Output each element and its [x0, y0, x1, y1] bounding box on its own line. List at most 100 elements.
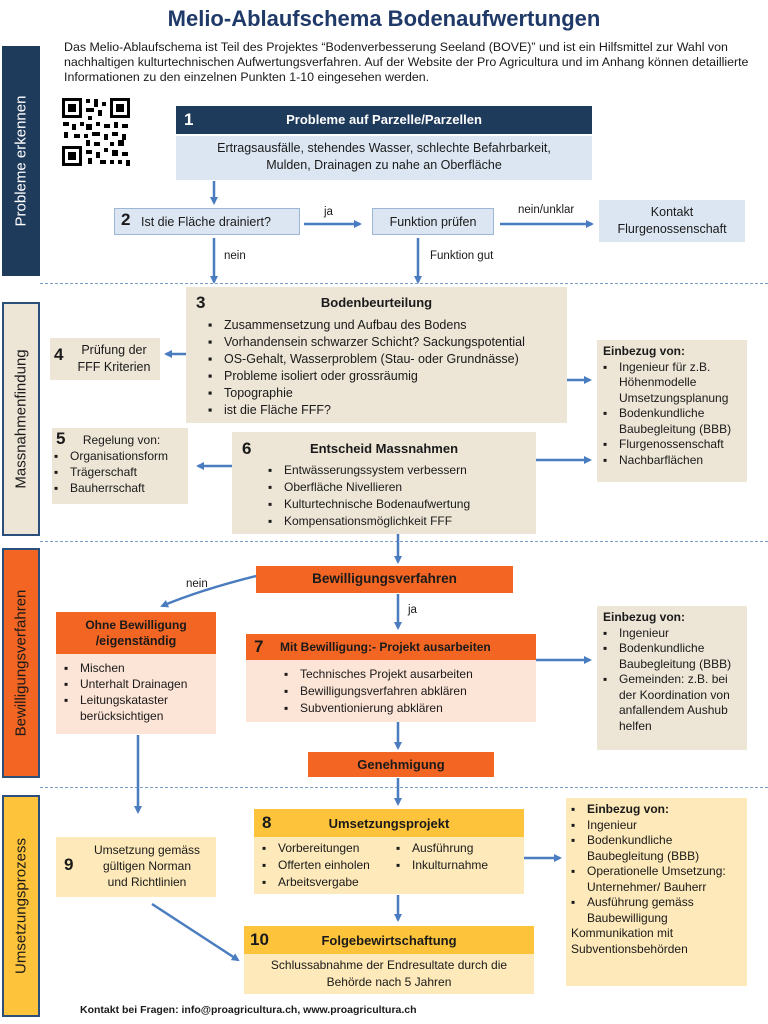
step-10-body: Schlussabnahme der Endresultate durch di…: [244, 954, 534, 994]
footer-contact[interactable]: Kontakt bei Fragen: info@proagricultura.…: [80, 1004, 417, 1016]
ohne-bewilligung-header: Ohne Bewilligung /eigenständig: [56, 612, 216, 654]
section-massnahmenfindung: Massnahmenfindung: [2, 302, 40, 536]
section-divider: [40, 787, 768, 788]
step-9-text: Umsetzung gemäss gültigen Norman und Ric…: [80, 842, 214, 890]
label-nein-unklar: nein/unklar: [518, 204, 575, 216]
intro-text: Das Melio-Ablaufschema ist Teil des Proj…: [64, 40, 749, 84]
section-divider: [40, 283, 768, 284]
list-item: Bodenkundliche Baubegleitung (BBB): [569, 833, 742, 864]
kontakt-line-2: Flurgenossenschaft: [617, 222, 727, 236]
step-number: 6: [242, 439, 252, 458]
label-nein: nein: [224, 250, 246, 262]
step-number: 3: [196, 293, 206, 312]
ohne-line-1: Ohne Bewilligung: [85, 618, 187, 632]
step-title: Mit Bewilligung:- Projekt ausarbeiten: [280, 640, 491, 654]
list-item: Kulturtechnische Bodenaufwertung: [266, 496, 536, 513]
list-item: Ingenieur: [601, 626, 741, 642]
list-item: Oberfläche Nivellieren: [266, 479, 536, 496]
step-title: Entscheid Massnahmen: [309, 441, 459, 456]
step-8-body: Vorbereitungen Offerten einholen Arbeits…: [254, 837, 524, 894]
step-number: 9: [64, 855, 74, 874]
step-3-list: Zusammensetzung und Aufbau des Bodens Vo…: [206, 317, 566, 419]
list-item: Unterhalt Drainagen: [62, 676, 210, 692]
list-item: Ingenieur: [569, 818, 742, 834]
list-item: Probleme isoliert oder grossräumig: [206, 368, 566, 385]
ohne-bewilligung-body: Mischen Unterhalt Drainagen Leitungskata…: [56, 654, 216, 734]
list-item: Mischen: [62, 660, 210, 676]
list-item: ist die Fläche FFF?: [206, 402, 566, 419]
step-2-box: 2 Ist die Fläche drainiert?: [114, 208, 300, 235]
funktion-pruefen-box: Funktion prüfen: [372, 208, 494, 235]
step-4-box: 4 Prüfung der FFF Kriterien: [50, 338, 160, 380]
einbezug-tail: Kommunikation mit Subventionsbehörden: [571, 926, 688, 956]
kontakt-box: Kontakt Flurgenossenschaft: [599, 200, 745, 242]
step-7-list: Technisches Projekt ausarbeiten Bewillig…: [282, 666, 536, 717]
step-7-body: Technisches Projekt ausarbeiten Bewillig…: [246, 660, 536, 722]
step-8-col-2: Ausführung Inkulturnahme: [394, 840, 488, 874]
step-9-box: 9 Umsetzung gemäss gültigen Norman und R…: [56, 837, 216, 897]
step-title: Umsetzungsprojekt: [328, 816, 450, 831]
einbezug-title: Einbezug von:: [603, 610, 685, 624]
ohne-list: Mischen Unterhalt Drainagen Leitungskata…: [62, 660, 210, 724]
step-title: Bodenbeurteilung: [320, 295, 433, 310]
list-item: Organisationsform: [52, 448, 184, 464]
list-item: Kompensationsmöglichkeit FFF: [266, 513, 536, 530]
list-item: Gemeinden: z.B. bei der Koordination von…: [601, 672, 741, 734]
einbezug-box-2: Einbezug von: Ingenieur Bodenkundliche B…: [597, 606, 747, 750]
list-item: OS-Gehalt, Wasserproblem (Stau- oder Gru…: [206, 351, 566, 368]
label-ja: ja: [324, 206, 333, 218]
list-item: Trägerschaft: [52, 464, 184, 480]
list-item: Vorhandensein schwarzer Schicht? Sackung…: [206, 334, 566, 351]
step-4-line-1: Prüfung der: [81, 343, 147, 357]
step-number: 4: [54, 345, 64, 364]
step-8-header: 8 Umsetzungsprojekt: [254, 809, 524, 837]
einbezug-box-1: Einbezug von: Ingenieur für z.B. Höhenmo…: [597, 340, 747, 482]
einbezug-title: Einbezug von:: [603, 344, 685, 358]
einbezug-title: Einbezug von:: [569, 802, 742, 818]
list-item: Bodenkundliche Baubegleitung (BBB): [601, 406, 741, 437]
step-number: 7: [254, 637, 264, 656]
section-probleme-erkennen: Probleme erkennen: [2, 46, 40, 276]
list-item: Arbeitsvergabe: [260, 874, 370, 891]
list-item: Ingenieur für z.B. Höhenmodelle Umsetzun…: [601, 360, 741, 407]
step-5-title: Regelung von:: [82, 433, 161, 447]
bewilligungsverfahren-banner: Bewilligungsverfahren: [256, 566, 513, 593]
kontakt-line-1: Kontakt: [650, 205, 694, 219]
arrow-bewilligung-to-ohne: [160, 574, 257, 608]
step-2-question: Ist die Fläche drainiert?: [141, 215, 271, 229]
einbezug-list: Ingenieur für z.B. Höhenmodelle Umsetzun…: [601, 360, 741, 469]
genehmigung-banner: Genehmigung: [308, 752, 494, 777]
list-item: Inkulturnahme: [394, 857, 488, 874]
qr-code[interactable]: [60, 96, 132, 168]
step-9-line-3: und Richtlinien: [107, 875, 187, 889]
step-5-list: Organisationsform Trägerschaft Bauherrsc…: [52, 448, 184, 496]
step-10-header: 10 Folgebewirtschaftung: [244, 926, 534, 954]
einbezug-box-3: Einbezug von: Ingenieur Bodenkundliche B…: [566, 798, 747, 986]
step-6-box: 6 Entscheid Massnahmen Entwässerungssyst…: [232, 432, 536, 534]
step-4-line-2: FFF Kriterien: [77, 360, 151, 374]
label-funktion-gut: Funktion gut: [430, 250, 494, 262]
step-title: Folgebewirtschaftung: [321, 933, 457, 948]
arrow-9-to-10: [151, 902, 240, 962]
step-8-col-1: Vorbereitungen Offerten einholen Arbeits…: [260, 840, 370, 891]
list-item: Technisches Projekt ausarbeiten: [282, 666, 536, 683]
label-ja-2: ja: [408, 604, 417, 616]
list-item: Vorbereitungen: [260, 840, 370, 857]
step-6-list: Entwässerungssystem verbessern Oberfläch…: [266, 462, 536, 530]
step-5-box: 5 Regelung von: Organisationsform Träger…: [52, 428, 188, 504]
section-bewilligungsverfahren: Bewilligungsverfahren: [2, 548, 40, 778]
list-item: Topographie: [206, 385, 566, 402]
list-item: Subventionierung abklären: [282, 700, 536, 717]
list-item: Flurgenossenschaft: [601, 437, 741, 453]
list-item: Bodenkundliche Baubegleitung (BBB): [601, 641, 741, 672]
list-item: Zusammensetzung und Aufbau des Bodens: [206, 317, 566, 334]
list-item: Bewilligungsverfahren abklären: [282, 683, 536, 700]
list-item: Bauherrschaft: [52, 480, 184, 496]
list-item: Operationelle Umsetzung: Unternehmer/ Ba…: [569, 864, 742, 895]
step-9-line-1: Umsetzung gemäss: [93, 843, 201, 857]
step-number: 1: [184, 110, 194, 129]
list-item: Ausführung gemäss Baubewilligung: [569, 895, 742, 926]
step-7-header: 7 Mit Bewilligung:- Projekt ausarbeiten: [246, 634, 536, 660]
section-umsetzungsprozess: Umsetzungsprozess: [2, 795, 40, 1017]
